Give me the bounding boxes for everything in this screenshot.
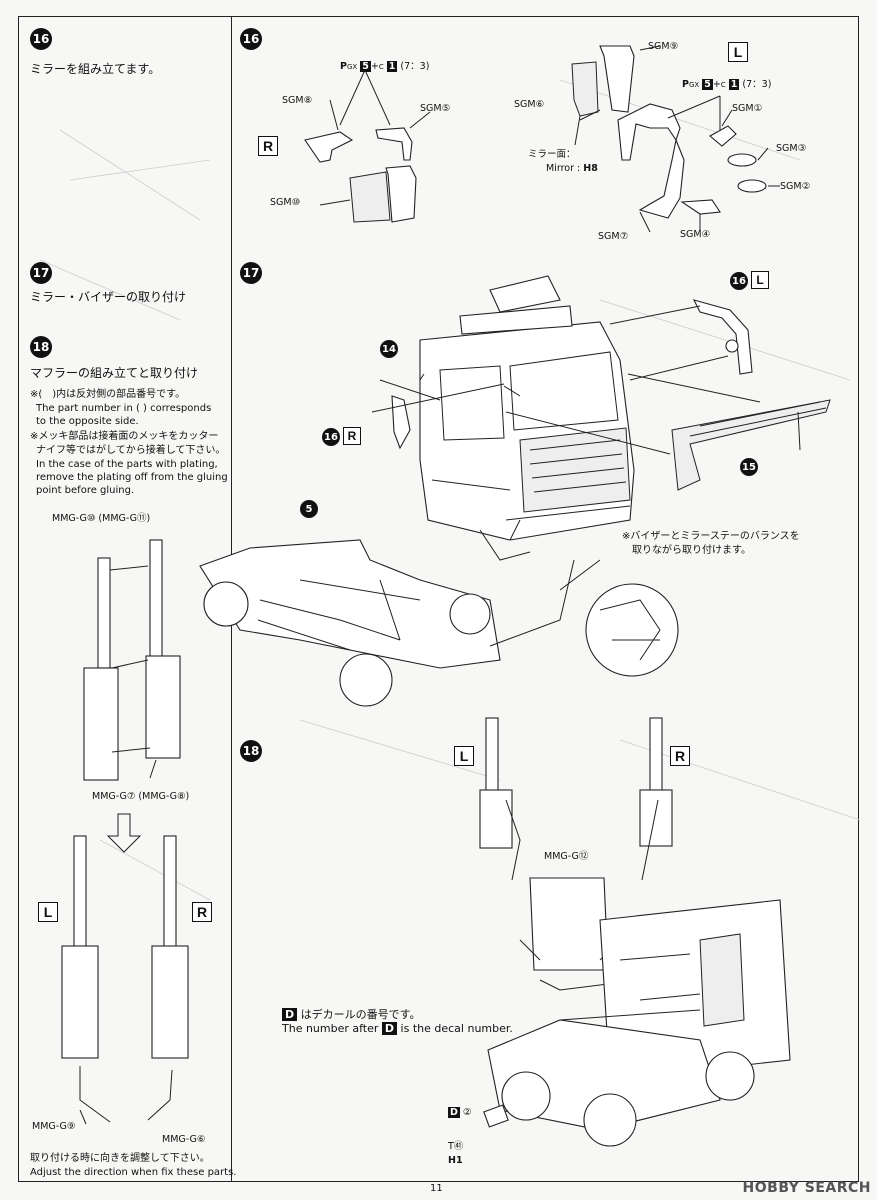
decal-d2-key: D	[448, 1107, 460, 1118]
right-step16-number: 16	[240, 28, 262, 50]
page-number: 11	[430, 1183, 443, 1194]
paint-mix-r: PGX 5+C 1 (7：3)	[340, 60, 429, 74]
mirror-l-assembly	[571, 45, 780, 233]
mirror-paint-code: H8	[583, 163, 598, 174]
part-label-mmg-g7: MMG-G⑦ (MMG-G⑧)	[92, 791, 190, 802]
paint-c-l: C	[720, 81, 726, 89]
balance-note-b: 取りながら取り付けます。	[632, 545, 751, 556]
left-side-label-r: R	[192, 902, 212, 922]
ref-step5: 5	[300, 500, 318, 518]
muffler-assembly-left	[61, 539, 189, 1125]
ref-step14: 14	[380, 340, 398, 358]
paint-1-box-l: 1	[728, 79, 740, 90]
mirror-side-r: R	[258, 136, 278, 156]
paint-prefix: P	[340, 61, 347, 72]
muffler-side-l: L	[454, 746, 474, 766]
decal-jp-text: はデカールの番号です。	[300, 1008, 421, 1021]
left-step18-title: マフラーの組み立てと取り付け	[30, 366, 199, 380]
paint-prefix-l: P	[682, 79, 689, 90]
right-step18-number: 18	[240, 740, 262, 762]
note1-en-a: The part number in ( ) corresponds	[36, 403, 212, 414]
part-label-mmg-g12: MMG-G⑫	[544, 851, 589, 862]
part-label-mmg-g10: MMG-G⑩ (MMG-G⑪)	[52, 513, 151, 524]
mirror-side-l: L	[728, 42, 748, 62]
ref-step16-r: 16	[322, 428, 340, 446]
paint-gx: GX	[346, 63, 358, 71]
left-step17-number: 17	[30, 262, 52, 284]
paint-gx-l: GX	[688, 81, 700, 89]
decal-note-en: The number after D is the decal number.	[282, 1022, 513, 1036]
paint-c: C	[378, 63, 384, 71]
ref-step16-l: 16	[730, 272, 748, 290]
mirror-face-en: Mirror : H8	[546, 162, 598, 176]
left-side-label-l: L	[38, 902, 58, 922]
note2-jp-a: ※メッキ部品は接着面のメッキをカッター	[30, 431, 219, 442]
note2-en-c: point before gluing.	[36, 485, 135, 496]
watermark: HOBBY SEARCH	[742, 1180, 871, 1196]
chassis-drawing	[199, 519, 679, 707]
decal-en-a: The number after	[282, 1022, 379, 1035]
left-step17-title: ミラー・バイザーの取り付け	[30, 290, 187, 304]
part-label-sgm1: SGM①	[732, 103, 763, 114]
paint-ratio-l: (7：3)	[742, 79, 772, 90]
decal-d2: D ②	[448, 1106, 471, 1120]
part-label-sgm9: SGM⑨	[648, 41, 679, 52]
paint-h1: H1	[448, 1155, 463, 1166]
ref-step16-r-side: R	[343, 427, 361, 445]
note1-jp: ※( )内は反対側の部品番号です。	[30, 389, 186, 400]
paint-plus: +	[370, 61, 379, 72]
paint-5-box: 5	[360, 61, 371, 72]
right-step17-number: 17	[240, 262, 262, 284]
paint-1-box: 1	[386, 61, 398, 72]
part-label-sgm7: SGM⑦	[598, 231, 629, 242]
truck-cab-drawing	[371, 275, 831, 561]
decal-note-jp: D はデカールの番号です。	[282, 1008, 421, 1022]
paint-plus-l: +	[712, 79, 721, 90]
left-step18-number: 18	[30, 336, 52, 358]
adjust-note-en: Adjust the direction when fix these part…	[30, 1167, 237, 1178]
part-label-sgm3: SGM③	[776, 143, 807, 154]
muffler-side-r: R	[670, 746, 690, 766]
part-label-sgm6: SGM⑥	[514, 99, 545, 110]
decal-d2-num: ②	[462, 1107, 472, 1118]
paint-5-box-l: 5	[702, 79, 713, 90]
ref-step16-l-side: L	[751, 271, 769, 289]
left-step16-title: ミラーを組み立てます。	[30, 62, 161, 76]
mirror-face-en-text: Mirror :	[546, 163, 581, 174]
decal-key-box-2: D	[381, 1022, 398, 1035]
part-label-sgm10: SGM⑩	[270, 197, 301, 208]
muffler-assembly-right	[479, 717, 791, 1147]
part-label-mmg-g6: MMG-G⑥	[162, 1134, 206, 1145]
part-label-mmg-g9: MMG-G⑨	[32, 1121, 76, 1132]
paint-ratio-r: (7：3)	[400, 61, 430, 72]
mirror-r-assembly	[304, 69, 431, 223]
balance-note-a: ※バイザーとミラーステーのバランスを	[622, 531, 800, 542]
ref-step15: 15	[740, 458, 758, 476]
part-t41: T㊶	[448, 1141, 464, 1152]
left-step16-number: 16	[30, 28, 52, 50]
note2-jp-b: ナイフ等ではがしてから接着して下さい。	[36, 445, 226, 456]
decal-key-box: D	[282, 1008, 298, 1021]
adjust-note-jp: 取り付ける時に向きを調整して下さい。	[30, 1153, 210, 1164]
note2-en-a: In the case of the parts with plating,	[36, 459, 218, 470]
part-label-sgm5: SGM⑤	[420, 103, 451, 114]
mirror-face-jp: ミラー面：	[528, 149, 576, 160]
note1-en-b: to the opposite side.	[36, 416, 139, 427]
part-label-sgm8: SGM⑧	[282, 95, 313, 106]
part-label-sgm2: SGM②	[780, 181, 811, 192]
decal-en-b: is the decal number.	[400, 1022, 513, 1035]
note2-en-b: remove the plating off from the gluing	[36, 472, 228, 483]
part-label-sgm4: SGM④	[680, 229, 711, 240]
paint-mix-l: PGX 5+C 1 (7：3)	[682, 78, 771, 92]
